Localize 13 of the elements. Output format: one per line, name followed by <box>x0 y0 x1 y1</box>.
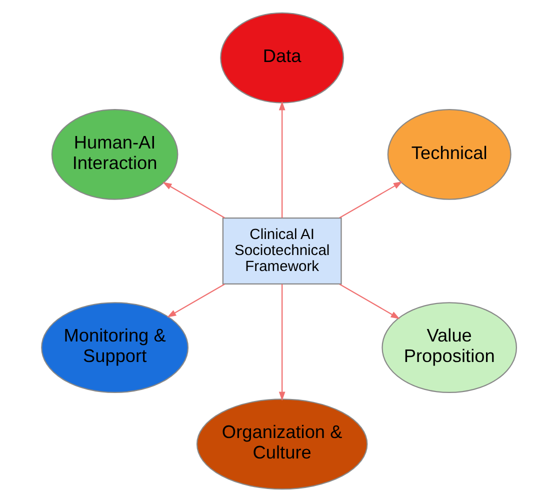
arrow <box>339 181 403 218</box>
arrow <box>339 284 400 319</box>
arrow <box>278 101 286 218</box>
node-ellipse: Value Proposition <box>382 302 518 394</box>
node-box: Clinical AI Sociotechnical Framework <box>222 217 342 285</box>
arrow <box>162 182 225 218</box>
arrow <box>167 284 225 318</box>
arrow <box>278 284 286 401</box>
node-ellipse: Monitoring & Support <box>41 302 189 394</box>
node-ellipse: Technical <box>387 108 512 200</box>
node-ellipse: Data <box>220 12 344 104</box>
node-ellipse: Organization & Culture <box>196 398 368 490</box>
node-ellipse: Human-AI Interaction <box>51 108 178 200</box>
